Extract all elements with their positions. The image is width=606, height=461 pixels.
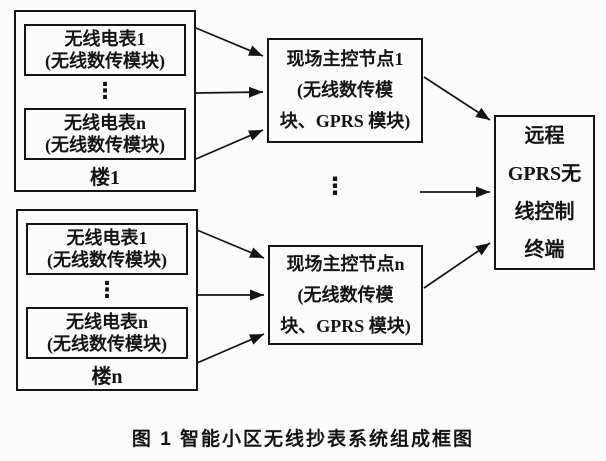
meter-name: 无线电表n <box>65 312 148 332</box>
meter-module: (无线数传模块) <box>45 51 165 71</box>
building-1-meter-n-box: 无线电表n (无线数传模块) <box>24 108 186 160</box>
arrow-master1-to-remote <box>423 76 491 121</box>
remote-terminal-line: GPRS无 <box>507 162 582 185</box>
remote-terminal-line: 远程 <box>524 124 565 147</box>
vertical-ellipsis: ⋮ <box>96 278 118 303</box>
vertical-ellipsis: ⋮ <box>323 172 347 200</box>
master-node-module: 块、GPRS 模块) <box>280 315 411 336</box>
remote-terminal-box: 远程 GPRS无 线控制 终端 <box>494 115 595 270</box>
master-node-n-box: 现场主控节点n (无线数传模 块、GPRS 模块) <box>268 245 423 345</box>
figure-caption: 图 1 智能小区无线抄表系统组成框图 <box>131 429 475 450</box>
building-n-meter-n-box: 无线电表n (无线数传模块) <box>26 307 188 359</box>
building-1-meter-1-box: 无线电表1 (无线数传模块) <box>24 24 186 76</box>
arrow-building1-to-master1-bottom <box>195 129 264 160</box>
master-node-title: 现场主控节点n <box>286 253 405 274</box>
meter-name: 无线电表1 <box>64 29 146 49</box>
master-node-module: 块、GPRS 模块) <box>279 111 411 131</box>
master-node-1-box: 现场主控节点1 (无线数传模 块、GPRS 模块) <box>267 38 423 143</box>
arrow-building1-to-master1-mid <box>195 86 264 98</box>
arrow-building1-to-master1-top <box>195 27 264 57</box>
building-1-label: 楼1 <box>90 166 120 189</box>
arrow-mastern-to-remote <box>423 242 491 289</box>
arrow-buildingn-to-mastern-bottom <box>196 333 265 364</box>
meter-module: (无线数传模块) <box>45 135 165 155</box>
building-n-label: 楼n <box>91 365 123 388</box>
arrow-buildingn-to-mastern-top <box>196 229 265 259</box>
building-n-box: 无线电表1 (无线数传模块) ⋮ 无线电表n (无线数传模块) 楼n <box>16 209 198 391</box>
meter-name: 无线电表n <box>63 113 146 133</box>
meter-module: (无线数传模块) <box>47 334 167 354</box>
meter-module: (无线数传模块) <box>47 250 167 270</box>
meter-name: 无线电表1 <box>66 228 148 248</box>
vertical-ellipsis: ⋮ <box>94 79 116 104</box>
building-1-box: 无线电表1 (无线数传模块) ⋮ 无线电表n (无线数传模块) 楼1 <box>14 10 196 192</box>
master-node-module: (无线数传模 <box>297 284 394 305</box>
remote-terminal-line: 终端 <box>524 238 565 261</box>
building-n-meter-1-box: 无线电表1 (无线数传模块) <box>26 223 188 275</box>
remote-terminal-line: 线控制 <box>514 200 575 223</box>
master-node-module: (无线数传模 <box>297 80 393 100</box>
master-node-title: 现场主控节点1 <box>286 49 404 69</box>
